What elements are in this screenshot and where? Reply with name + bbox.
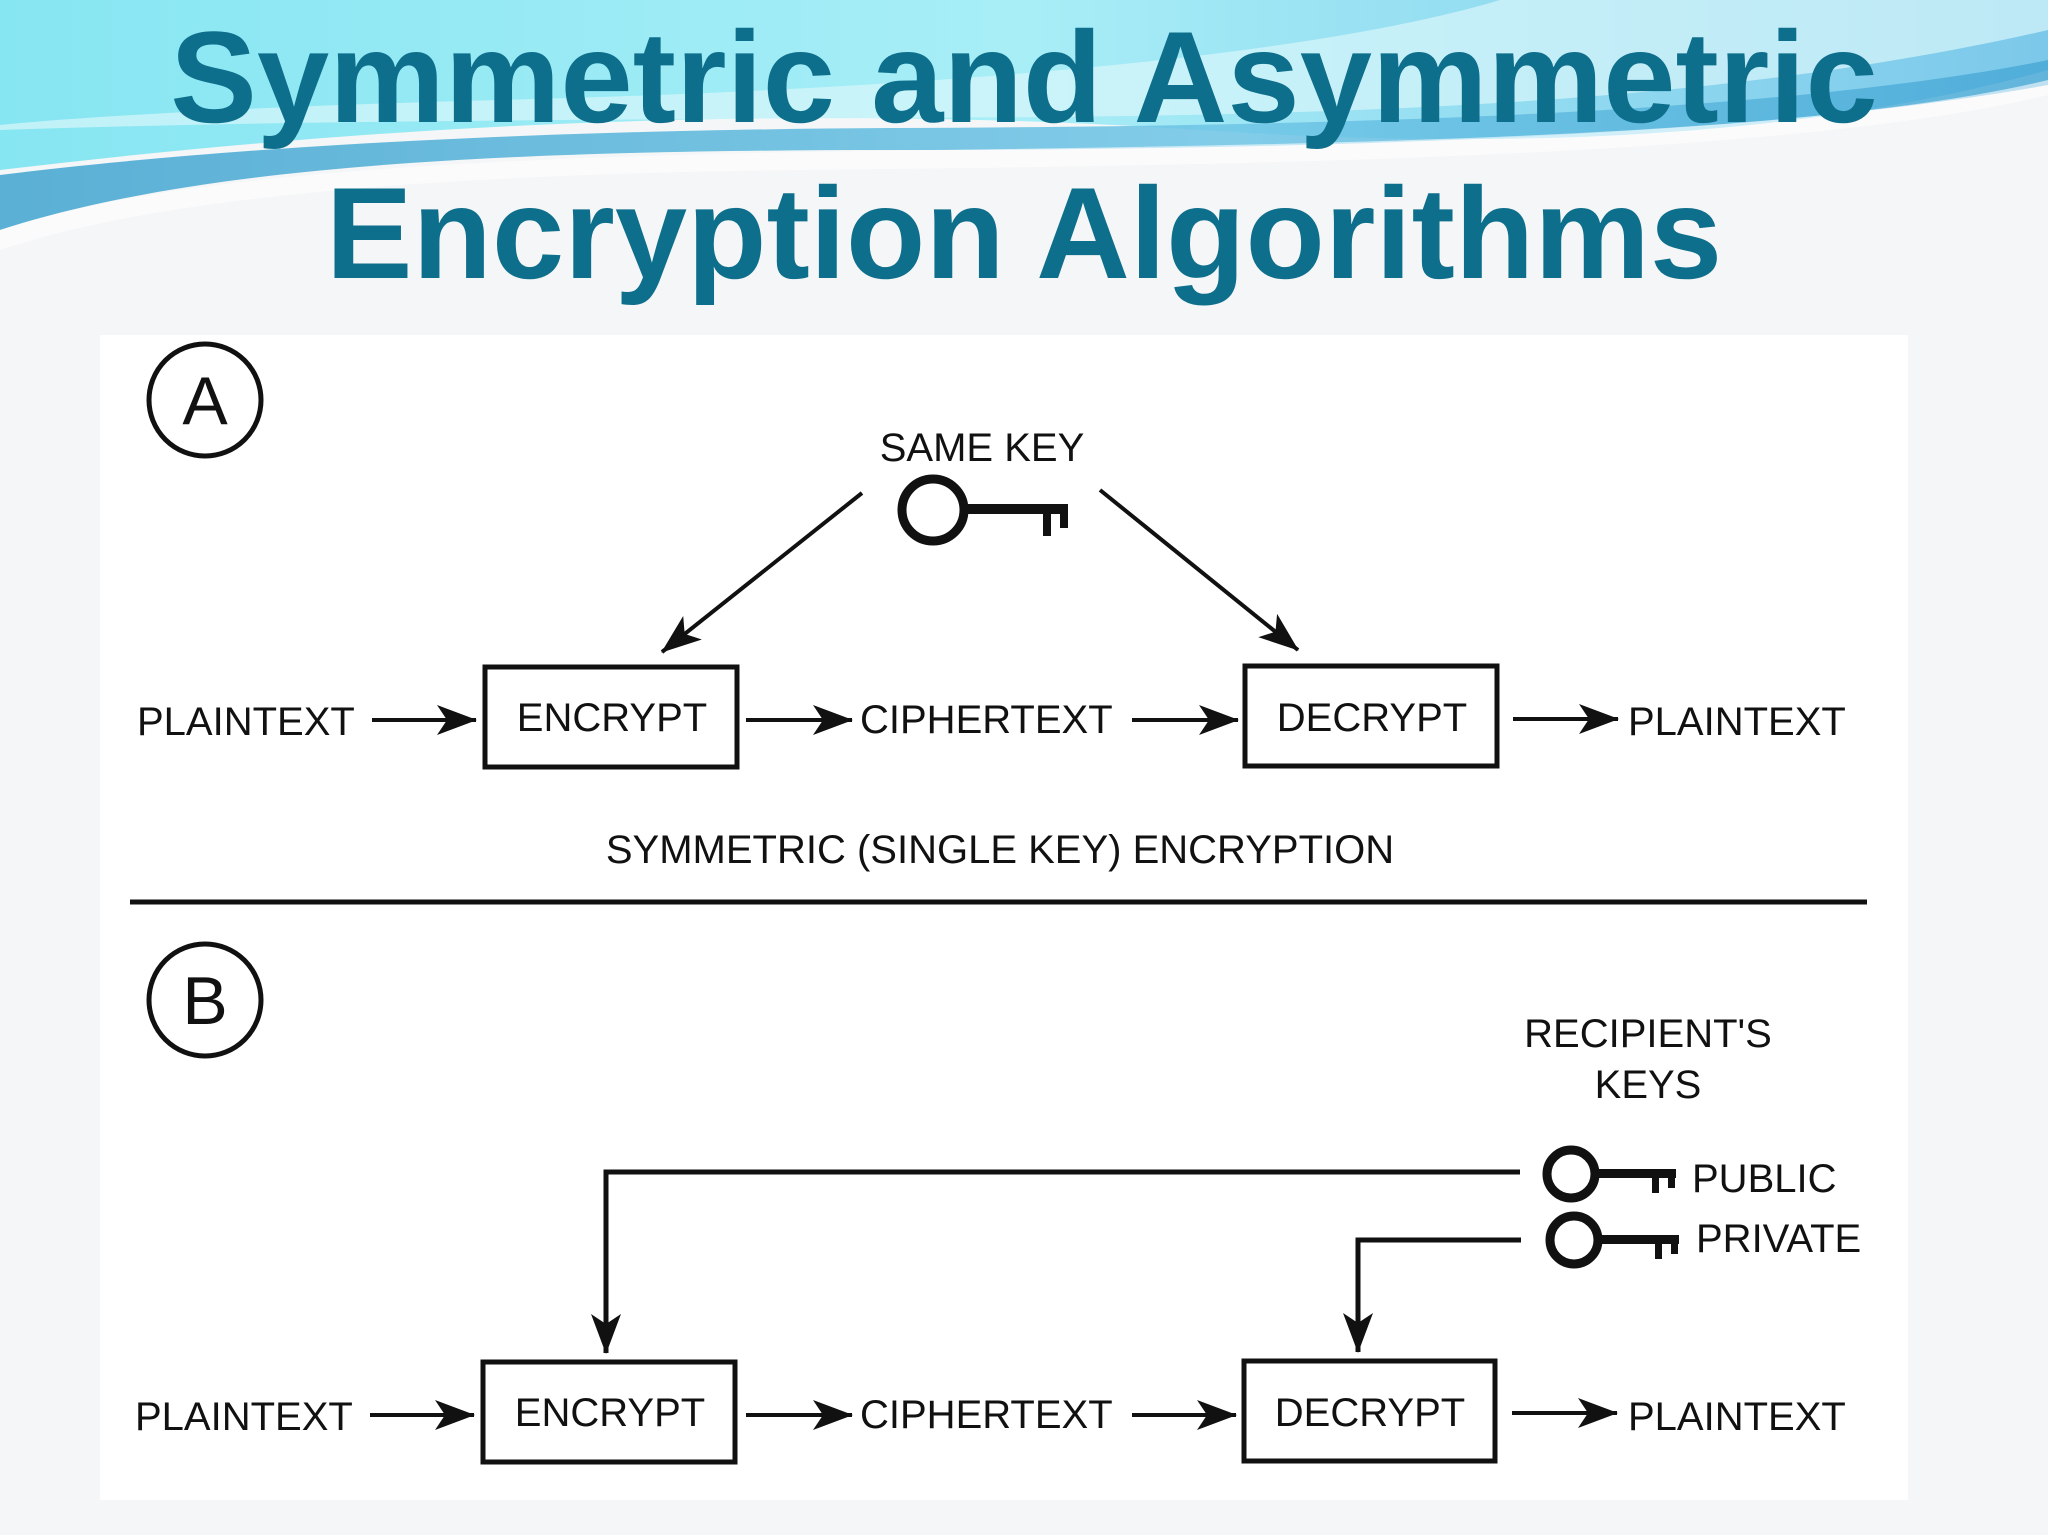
encrypt-box-a (482, 664, 740, 770)
symmetric-caption: SYMMETRIC (SINGLE KEY) ENCRYPTION (606, 828, 1394, 872)
plaintext-output-b: PLAINTEXT (1628, 1395, 1846, 1439)
slide-title-line-1: Symmetric and Asymmetric (170, 4, 1878, 150)
ciphertext-label-b: CIPHERTEXT (860, 1393, 1113, 1437)
key-to-encrypt-arrow (660, 491, 864, 654)
plaintext-input-a: PLAINTEXT (137, 700, 355, 744)
ciphertext-label-a: CIPHERTEXT (860, 698, 1113, 742)
private-key-label: PRIVATE (1696, 1217, 1861, 1261)
plaintext-input-b: PLAINTEXT (135, 1395, 353, 1439)
decrypt-box-b (1241, 1358, 1498, 1464)
private-key-icon (1545, 1211, 1679, 1269)
diagram-panel (100, 335, 1908, 1500)
key-icon (897, 474, 1068, 546)
header-wave-banner (0, 0, 2048, 250)
public-key-label: PUBLIC (1692, 1157, 1837, 1201)
decrypt-box-a (1242, 663, 1500, 769)
recipients-keys-label-line-2: KEYS (1595, 1063, 1702, 1107)
panel-b-label-circle (146, 941, 264, 1059)
encrypt-label-b: ENCRYPT (515, 1391, 705, 1435)
public-key-icon (1542, 1145, 1676, 1203)
encrypt-box-b (480, 1359, 738, 1465)
plaintext-output-a: PLAINTEXT (1628, 700, 1846, 744)
panel-b: B RECIPIENT'S KEYS PUBLIC PRIVATE PLAINT… (135, 941, 1861, 1465)
same-key-label: SAME KEY (880, 426, 1085, 470)
public-key-to-encrypt-arrow (591, 1169, 1520, 1354)
decrypt-label-b: DECRYPT (1275, 1391, 1465, 1435)
decrypt-label-a: DECRYPT (1277, 696, 1467, 740)
key-to-decrypt-arrow (1098, 488, 1300, 652)
slide-title-line-2: Encryption Algorithms (325, 160, 1723, 306)
private-key-to-decrypt-arrow (1343, 1237, 1521, 1353)
panel-a: A SAME KEY PLAINTEXT ENCRYPT CIPHERTEXT … (137, 341, 1846, 872)
encrypt-label-a: ENCRYPT (517, 696, 707, 740)
panel-a-label-circle (146, 341, 264, 459)
panel-b-label: B (182, 963, 227, 1039)
recipients-keys-label-line-1: RECIPIENT'S (1524, 1012, 1772, 1056)
panel-a-label: A (182, 363, 228, 439)
